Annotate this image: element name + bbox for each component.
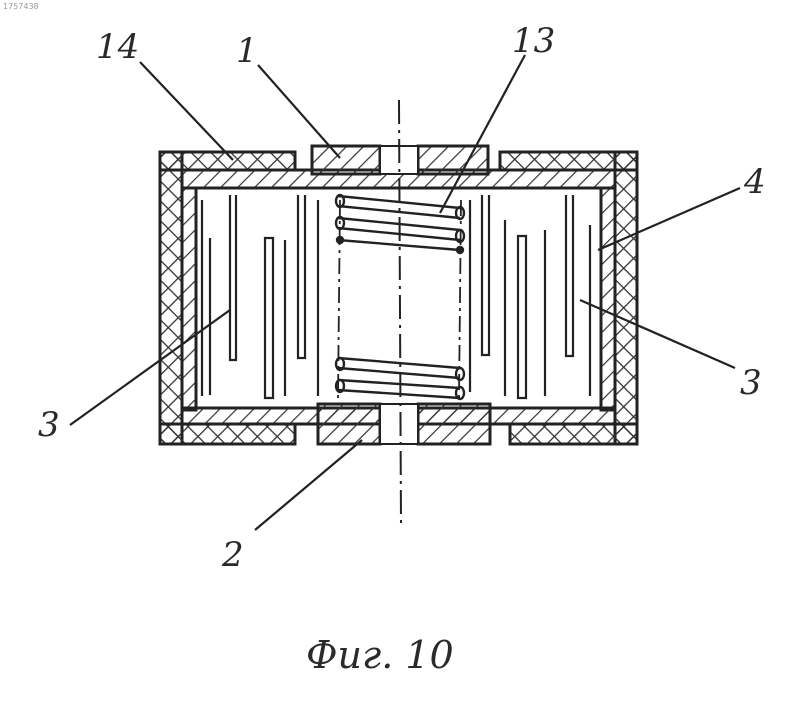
label-2: 2 [221, 535, 244, 575]
inner-shell [182, 170, 615, 424]
bottom-cap-bore [380, 404, 418, 444]
document-code: 1757438 [3, 2, 39, 11]
label-1: 1 [236, 31, 258, 71]
label-4: 4 [743, 162, 766, 202]
label-3-left: 3 [38, 405, 60, 445]
figure-caption: Фиг. 10 [306, 633, 454, 677]
label-13: 13 [512, 21, 555, 61]
label-14: 14 [96, 27, 139, 67]
right-plate-assembly [470, 195, 590, 398]
left-plate-assembly [202, 195, 318, 398]
label-3-right: 3 [740, 363, 762, 403]
